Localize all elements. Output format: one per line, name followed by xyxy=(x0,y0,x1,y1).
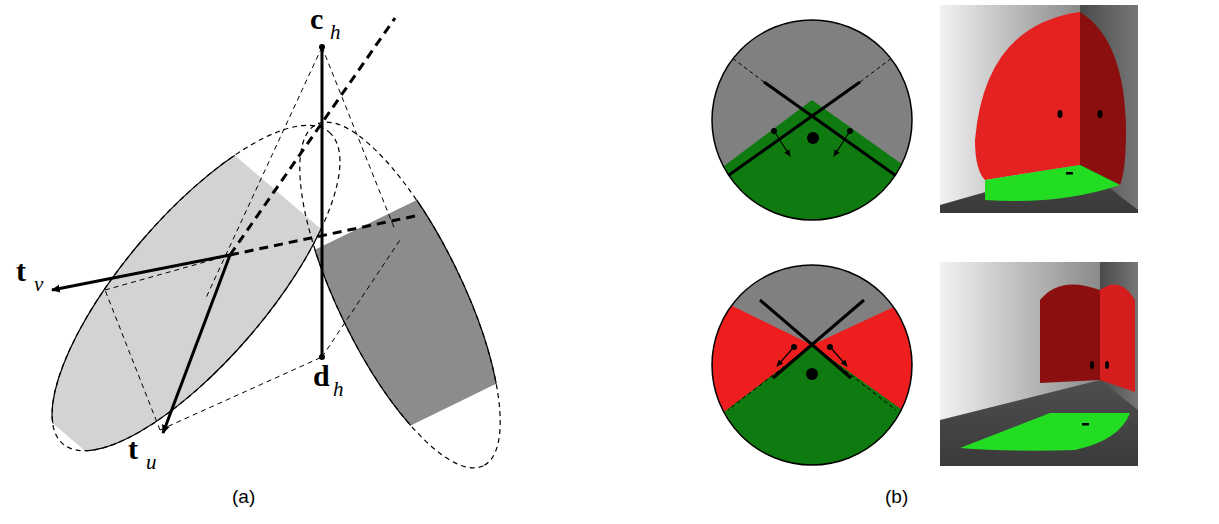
tangent-v xyxy=(52,255,230,290)
tangent-subscript: u xyxy=(146,452,157,473)
axis-subscript: h xyxy=(333,379,344,400)
petal-dark xyxy=(261,97,539,493)
construction-lines xyxy=(105,47,400,430)
petal-light xyxy=(8,85,384,490)
disc-top xyxy=(700,10,930,240)
tangent-label: t xyxy=(128,434,138,464)
axis-subscript: h xyxy=(330,22,341,43)
render-top xyxy=(940,5,1138,213)
render-bottom xyxy=(940,262,1138,466)
axis-label: c xyxy=(310,4,323,34)
tangent-label: t xyxy=(16,256,26,286)
tangent-subscript: v xyxy=(34,274,43,295)
axis-label: d xyxy=(313,361,330,391)
disc-bottom xyxy=(700,255,930,485)
panel-caption: (a) xyxy=(232,487,255,506)
tangent-u xyxy=(163,255,230,433)
axis xyxy=(321,47,324,357)
panel-caption: (b) xyxy=(885,487,908,506)
